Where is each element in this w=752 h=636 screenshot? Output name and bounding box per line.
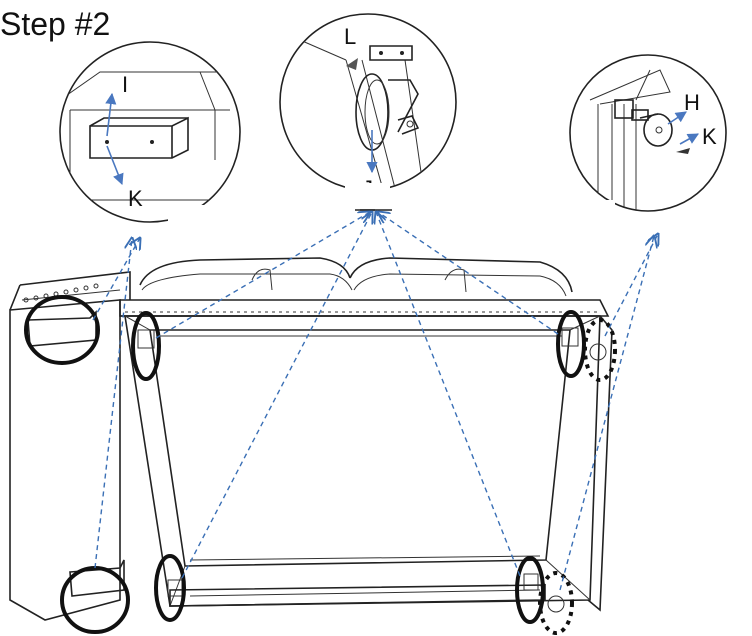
step-title: Step #2	[0, 6, 111, 42]
ring-front-right-top	[556, 310, 586, 378]
ring-front-left-bottom	[154, 554, 186, 622]
ring-front-left-top	[131, 311, 161, 381]
label-i: I	[122, 72, 128, 97]
leader-arrows	[92, 210, 658, 591]
sofa-frame-drawing	[9, 257, 613, 621]
nail-head-row	[23, 283, 99, 303]
ring-glide-top	[583, 318, 617, 382]
label-k-right: K	[702, 124, 717, 149]
label-h: H	[684, 90, 700, 115]
detail-circle-center: L J	[279, 13, 457, 203]
detail-circle-left: I K	[59, 41, 241, 225]
ring-arm-top	[24, 295, 100, 365]
detail-circle-right: H K	[569, 54, 727, 230]
ring-front-right-bottom	[515, 556, 545, 624]
bracket-block	[89, 116, 189, 159]
highlight-rings	[24, 295, 617, 635]
label-k-left: K	[128, 186, 143, 211]
ring-glide-bottom	[538, 571, 574, 635]
label-l: L	[344, 24, 356, 49]
glide-foot	[614, 99, 673, 147]
